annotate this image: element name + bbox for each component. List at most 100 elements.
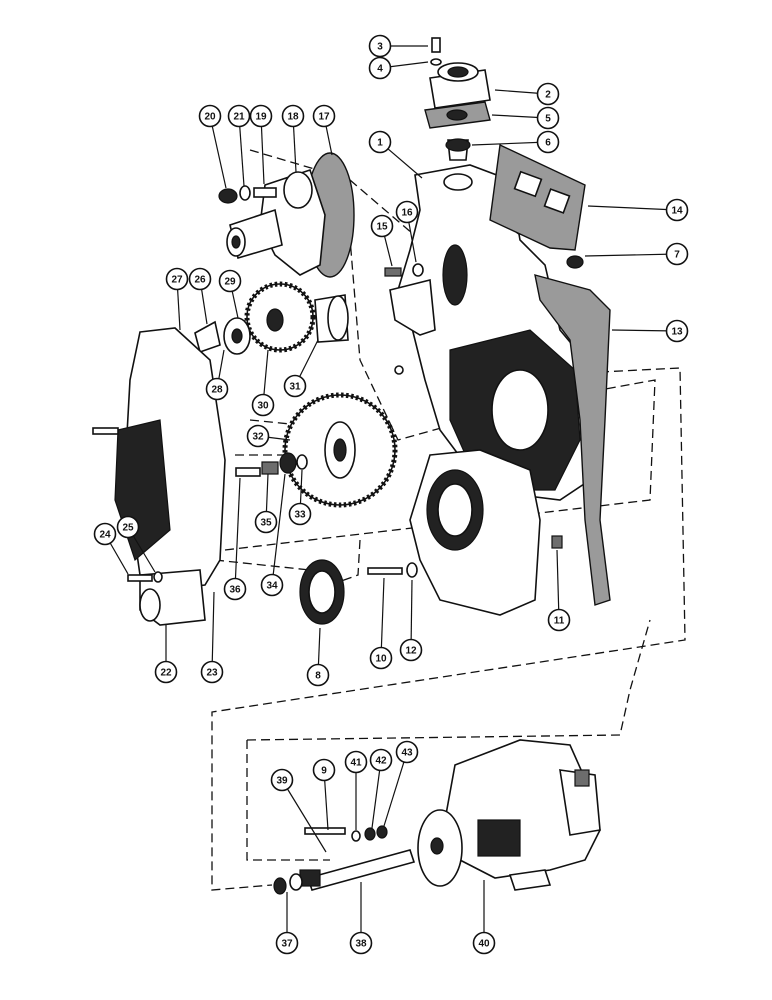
callout-21: 21 <box>227 104 251 128</box>
callout-number: 14 <box>671 206 683 217</box>
callout-number: 8 <box>315 671 321 682</box>
callout-circle <box>249 104 273 128</box>
callout-42: 42 <box>369 748 393 772</box>
cover-bolts <box>127 535 563 583</box>
callout-31: 31 <box>283 374 307 398</box>
callout-number: 13 <box>671 327 683 338</box>
callout-10: 10 <box>369 646 393 670</box>
callout-14: 14 <box>665 198 689 222</box>
callout-number: 23 <box>206 668 218 679</box>
callout-39: 39 <box>270 768 294 792</box>
callout-circle <box>312 104 336 128</box>
callout-number: 39 <box>276 776 288 787</box>
callout-4: 4 <box>368 56 392 80</box>
idler-hardware <box>235 452 308 477</box>
callout-number: 28 <box>211 385 223 396</box>
callout-circle <box>198 104 222 128</box>
callout-leader-12 <box>410 579 413 651</box>
callout-number: 30 <box>257 401 269 412</box>
callout-13: 13 <box>665 319 689 343</box>
callout-number: 21 <box>233 112 245 123</box>
callout-number: 20 <box>204 112 216 123</box>
callout-33: 33 <box>288 502 312 526</box>
callout-23: 23 <box>200 660 224 684</box>
callout-number: 11 <box>554 616 565 627</box>
callout-25: 25 <box>116 515 140 539</box>
callout-circle <box>399 638 423 662</box>
callout-number: 25 <box>122 523 134 534</box>
callout-leader-23 <box>211 591 215 673</box>
callout-circle <box>251 393 275 417</box>
callout-number: 7 <box>674 250 680 261</box>
callout-circle <box>349 931 373 955</box>
callout-36: 36 <box>223 577 247 601</box>
callout-circle <box>165 267 189 291</box>
callout-circle <box>260 573 284 597</box>
callout-number: 26 <box>194 275 206 286</box>
timing-gear-housing <box>389 164 601 501</box>
callout-29: 29 <box>218 269 242 293</box>
callout-number: 35 <box>260 518 272 529</box>
callout-18: 18 <box>281 104 305 128</box>
callout-circle <box>665 198 689 222</box>
callout-number: 15 <box>376 222 388 233</box>
callout-9: 9 <box>312 758 336 782</box>
callout-circle <box>154 660 178 684</box>
callout-27: 27 <box>165 267 189 291</box>
callout-34: 34 <box>260 573 284 597</box>
callout-2: 2 <box>536 82 560 106</box>
callout-circle <box>472 931 496 955</box>
callout-number: 17 <box>318 112 330 123</box>
callout-leader-19 <box>260 115 265 185</box>
callout-6: 6 <box>536 130 560 154</box>
callout-circle <box>368 130 392 154</box>
callout-circle <box>283 374 307 398</box>
callout-circle <box>370 214 394 238</box>
callout-circle <box>93 522 117 546</box>
callout-8: 8 <box>306 663 330 687</box>
callout-number: 24 <box>99 530 111 541</box>
callout-leader-6 <box>471 141 549 146</box>
callout-circle <box>188 267 212 291</box>
callout-number: 29 <box>224 277 236 288</box>
callout-circle <box>275 931 299 955</box>
front-seal-housing <box>409 449 541 616</box>
callout-number: 4 <box>377 64 383 75</box>
callout-number: 16 <box>401 208 413 219</box>
callout-22: 22 <box>154 660 178 684</box>
callout-11: 11 <box>547 608 571 632</box>
callout-43: 43 <box>395 740 419 764</box>
callout-circle <box>254 510 278 534</box>
callout-circle <box>270 768 294 792</box>
pump-drive-parts <box>273 825 416 895</box>
callout-leader-43 <box>383 751 408 827</box>
callout-leader-39 <box>281 779 327 853</box>
callout-number: 38 <box>355 939 367 950</box>
callout-leader-36 <box>234 477 241 590</box>
water-pump-group <box>226 152 355 278</box>
callout-leader-20 <box>209 115 227 189</box>
callout-number: 2 <box>545 90 551 101</box>
callout-number: 3 <box>377 42 383 53</box>
callout-leader-7 <box>584 253 678 257</box>
callout-number: 40 <box>478 939 490 950</box>
pump-hardware <box>218 185 424 277</box>
callout-number: 32 <box>252 432 264 443</box>
callout-leader-14 <box>587 205 678 211</box>
callout-circle <box>368 34 392 58</box>
callout-16: 16 <box>395 200 419 224</box>
callout-24: 24 <box>93 522 117 546</box>
callout-circle <box>369 646 393 670</box>
callout-circle <box>223 577 247 601</box>
callout-number: 33 <box>294 510 306 521</box>
callout-28: 28 <box>205 377 229 401</box>
callout-circle <box>344 750 368 774</box>
callout-1: 1 <box>368 130 392 154</box>
callout-leader-34 <box>271 473 286 586</box>
callout-7: 7 <box>665 242 689 266</box>
callout-37: 37 <box>275 931 299 955</box>
callout-number: 10 <box>375 654 387 665</box>
crankshaft-oil-seal <box>299 559 345 625</box>
